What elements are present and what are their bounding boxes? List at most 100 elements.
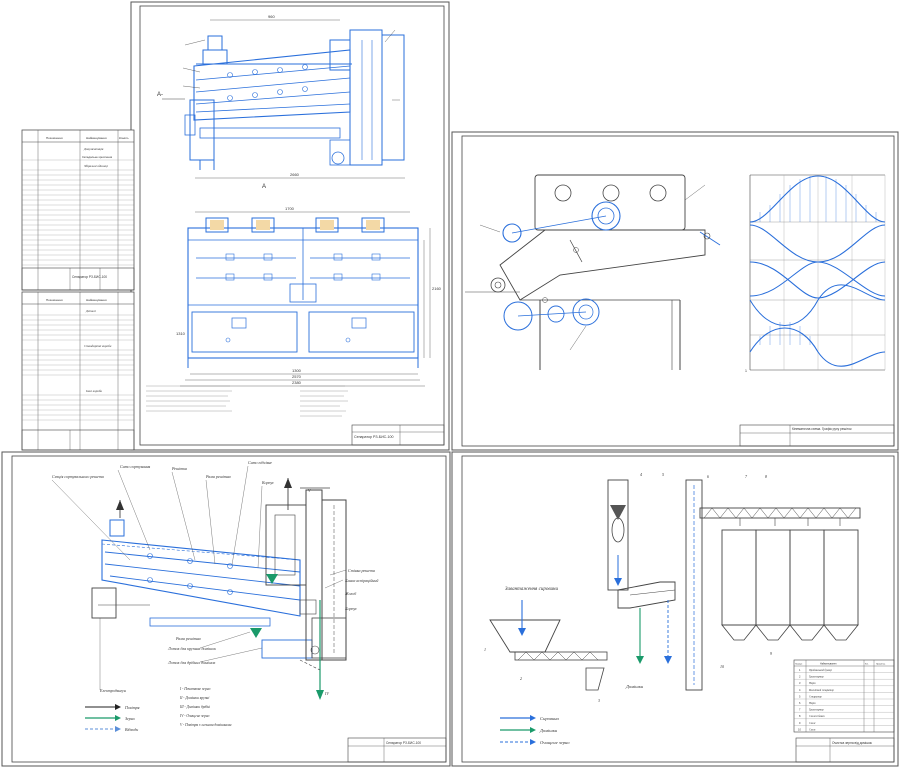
label-sieve-sub: Сито підсівне xyxy=(248,460,272,465)
pos-3: 3 xyxy=(598,698,600,703)
pos-9: 9 xyxy=(770,651,772,656)
positions-table: Позиція Найменування Кіл. Примітка 1 При… xyxy=(793,659,895,733)
flow-roman-v: V xyxy=(308,488,311,493)
title-general: Сепаратор РЗ-БИС-100 xyxy=(354,435,393,439)
sheet-process: IV V Сито сортування Секція сортувальног… xyxy=(1,451,451,767)
spec-general-doc: Складальне креслення xyxy=(82,155,113,159)
dim-width-2: 2570 xyxy=(292,374,302,379)
sheet-general-assembly: 960 2660 A A- xyxy=(130,1,450,451)
label-tray-large: Лоток для крупних домішок xyxy=(167,646,216,651)
pos-4: 4 xyxy=(640,472,642,477)
flow-i: I - Початкове зерно xyxy=(179,687,211,691)
label-wall: Стінка решета xyxy=(348,568,375,573)
graph-tick-0: 1 xyxy=(745,369,747,373)
flow-iv: IV - Очищене зерно xyxy=(179,714,210,718)
spec-group-assemblies: Збіральні одиниці xyxy=(84,164,108,168)
section-label: A xyxy=(262,184,266,190)
legend-waste: Відходи xyxy=(125,727,138,732)
legend-clean: Очищене зерно xyxy=(540,740,570,745)
title-block-general: Сепаратор РЗ-БИС-100 xyxy=(351,424,445,446)
tbl-n-5: 5 xyxy=(799,694,801,698)
tbl-n-2: 2 xyxy=(799,675,801,679)
label-sieve-sort: Сито сортування xyxy=(120,464,150,469)
label-frame-low: Рама решітна xyxy=(175,636,201,641)
process-machine: IV V xyxy=(91,478,347,700)
tbl-n-10: 10 xyxy=(798,727,801,731)
pos-5: 5 xyxy=(662,472,664,477)
tbl-row-6: Норія xyxy=(808,702,816,705)
flow-v: V - Повітря з легкими домішками xyxy=(180,723,232,727)
spec-header-name: Найменування xyxy=(86,136,107,140)
title-flow: Очистка зерна від домішок xyxy=(832,741,872,745)
label-tray-small: Лоток для дрібних домішок xyxy=(167,660,216,665)
tbl-n-8: 8 xyxy=(799,714,801,718)
separator-front-view: 1700 1300 2570 2380 2160 1310 xyxy=(176,206,442,387)
pos-7: 7 xyxy=(745,474,748,479)
flow-roman-iv: IV xyxy=(324,691,329,696)
pos-8: 8 xyxy=(765,474,767,479)
pos-2: 2 xyxy=(520,676,522,681)
silos xyxy=(721,529,859,641)
pos-10: 10 xyxy=(720,664,724,669)
pos-6: 6 xyxy=(707,474,709,479)
label-grate: Решітка xyxy=(171,466,187,471)
process-legend: Повітря Зерно Відходи I - Початкове зерн… xyxy=(85,687,232,732)
dim-width-1: 1300 xyxy=(292,368,302,373)
tbl-row-1: Приймальний бункер xyxy=(808,669,833,672)
label-intake: Завантаження сировини xyxy=(505,587,558,592)
legend-grain: Зерно xyxy=(125,716,135,721)
spec-group-standard: Стандартні вироби xyxy=(84,344,112,348)
label-motor: Електродвигун xyxy=(99,688,126,693)
technical-notes xyxy=(146,385,348,417)
dim-height: 2160 xyxy=(432,286,442,291)
label-frame: Рама решітна xyxy=(205,474,231,479)
motion-graphs: 1 xyxy=(745,174,886,373)
dim-top: 960 xyxy=(268,14,275,19)
label-impurities: Домішки xyxy=(625,684,644,689)
tbl-h-qty: Кіл. xyxy=(865,663,869,666)
dim-side: 1310 xyxy=(176,331,186,336)
title-process: Сепаратор РЗ-БИС-100 xyxy=(386,741,421,745)
label-gutter: Жолоб xyxy=(344,591,357,596)
spec-group-docs: Документація xyxy=(83,147,104,151)
spec-header-qty: Кількість xyxy=(119,137,129,140)
flow-legend: Сировина Домішки Очищене зерно xyxy=(500,715,570,745)
dim-width-top: 1700 xyxy=(285,206,295,211)
tbl-h-note: Примітка xyxy=(876,663,886,666)
tbl-n-9: 9 xyxy=(799,721,801,725)
tbl-h-name: Найменування xyxy=(820,663,837,666)
dim-length: 2660 xyxy=(290,172,300,177)
tbl-row-8: Силосні банки xyxy=(809,715,825,718)
spec-group-other: Інші вироби xyxy=(85,389,102,393)
dim-width-3: 2380 xyxy=(292,380,302,385)
tbl-n-3: 3 xyxy=(799,681,801,685)
sheet-kinematic: 1 Кінематична схема. Графік руху решіток xyxy=(451,131,899,451)
tbl-row-3: Норія xyxy=(808,682,816,685)
spec-header-designation-2: Позначення xyxy=(46,298,63,302)
spec-group-parts: Деталі xyxy=(85,309,96,313)
tbl-row-4: Магнітний сепаратор xyxy=(808,689,834,692)
section-arrow: A- xyxy=(157,92,163,98)
legend-impurities: Домішки xyxy=(539,728,558,733)
pos-1: 1 xyxy=(484,647,486,652)
flow-ii: II - Домішки крупні xyxy=(179,696,209,700)
flow-iii: III - Домішки дрібні xyxy=(179,705,210,709)
tbl-row-10: Силос xyxy=(809,728,816,731)
process-labels: Сито сортування Секція сортувального реш… xyxy=(51,460,378,693)
tbl-row-5: Сепаратор xyxy=(809,695,822,698)
label-body: Корпус xyxy=(261,480,274,485)
label-sort-section: Секція сортувального решета xyxy=(52,474,104,479)
kinematic-machine xyxy=(465,174,721,370)
tbl-n-1: 1 xyxy=(799,668,801,672)
spec-title: Сепаратор РЗ-БИС-100 xyxy=(72,275,107,279)
sheet-specification: Позначення Найменування Кількість Познач… xyxy=(21,129,135,451)
spec-header-name-2: Найменування xyxy=(86,298,107,302)
label-flaps: Корпус xyxy=(344,606,357,611)
spec-header-designation: Позначення xyxy=(46,136,63,140)
separator-side-view: 960 2660 A A- xyxy=(157,14,405,190)
tbl-row-9: Силос xyxy=(809,722,816,725)
tbl-n-7: 7 xyxy=(799,708,801,712)
tbl-h-pos: Позиція xyxy=(795,663,802,666)
title-kinematic: Кінематична схема. Графік руху решіток xyxy=(792,427,852,431)
